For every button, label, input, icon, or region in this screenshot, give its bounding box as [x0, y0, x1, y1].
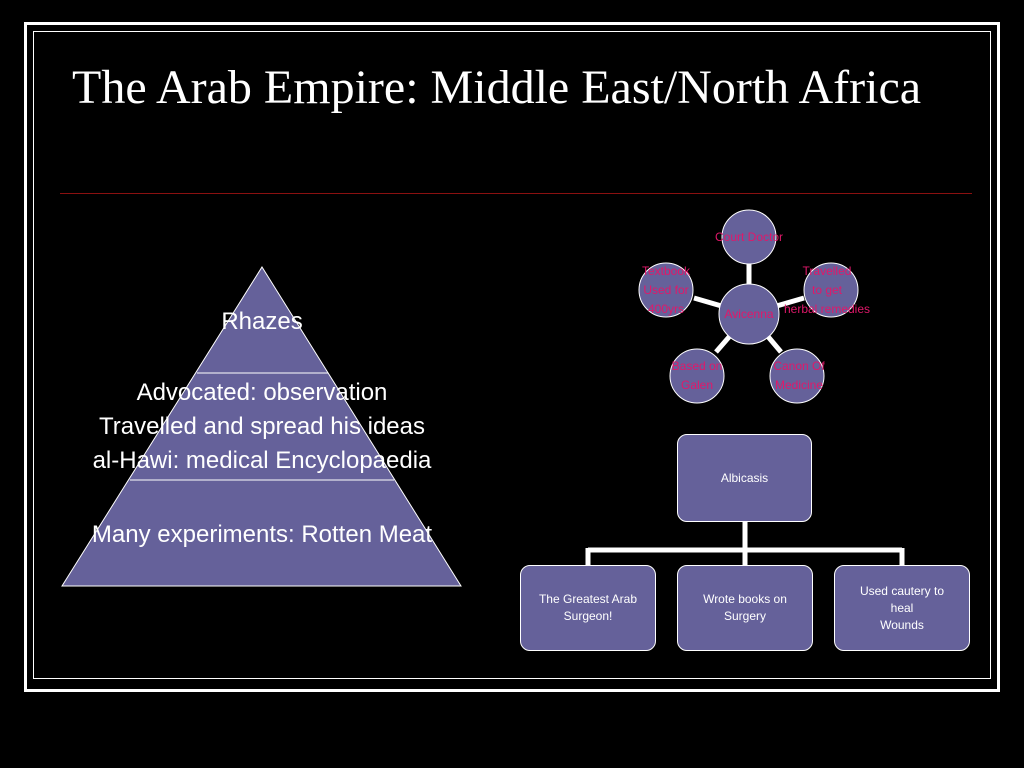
- hierarchy-child-node: The Greatest Arab Surgeon!: [520, 565, 656, 651]
- title-divider: [60, 193, 972, 194]
- radial-label-textbook: Textbook Used for 400yrs: [641, 264, 691, 316]
- hierarchy-root-label: Albicasis: [720, 470, 769, 485]
- hierarchy-child-label: Used cautery to heal Wounds: [859, 583, 945, 632]
- hierarchy-root-node: Albicasis: [677, 434, 812, 522]
- pyramid-tier-3-line: Many experiments: Rotten Meat: [91, 521, 433, 548]
- pyramid-tier-3: Many experiments: Rotten Meat: [32, 518, 492, 552]
- pyramid-tier-1-line: Rhazes: [221, 308, 303, 335]
- radial-label-court-doctor: Court Doctor: [714, 230, 784, 244]
- radial-node-canon: [769, 348, 825, 404]
- radial-center-node: [718, 283, 780, 345]
- radial-node-textbook: [638, 262, 694, 318]
- pyramid-tier-2-line: Advocated: observation: [136, 379, 388, 406]
- radial-node-court-doctor: [721, 209, 777, 265]
- hierarchy-child-label: The Greatest Arab Surgeon!: [538, 592, 638, 623]
- pyramid-tier-1: Rhazes: [32, 305, 492, 339]
- radial-label-travelled: Travelled to get herbal remedies: [783, 264, 871, 316]
- slide-title: The Arab Empire: Middle East/North Afric…: [72, 61, 922, 114]
- pyramid-shape: [61, 266, 462, 587]
- pyramid-tier-2-line: Travelled and spread his ideas: [99, 413, 425, 440]
- radial-center-label: Avicenna: [724, 307, 774, 321]
- hierarchy-child-node: Used cautery to heal Wounds: [834, 565, 970, 651]
- pyramid-tier-2: Advocated: observation Travelled and spr…: [32, 376, 492, 478]
- pyramid-tier-2-line: al-Hawi: medical Encyclopaedia: [92, 447, 432, 474]
- slide-frame-inner: [33, 31, 991, 679]
- radial-label-canon: Canon Of Medicine: [773, 359, 825, 392]
- radial-label-galen: Based on Galen: [671, 359, 723, 392]
- hierarchy-child-node: Wrote books on Surgery: [677, 565, 813, 651]
- hierarchy-child-label: Wrote books on Surgery: [703, 592, 787, 623]
- slide-frame-outer: [24, 22, 1000, 692]
- radial-node-travelled: [803, 262, 859, 318]
- radial-node-galen: [669, 348, 725, 404]
